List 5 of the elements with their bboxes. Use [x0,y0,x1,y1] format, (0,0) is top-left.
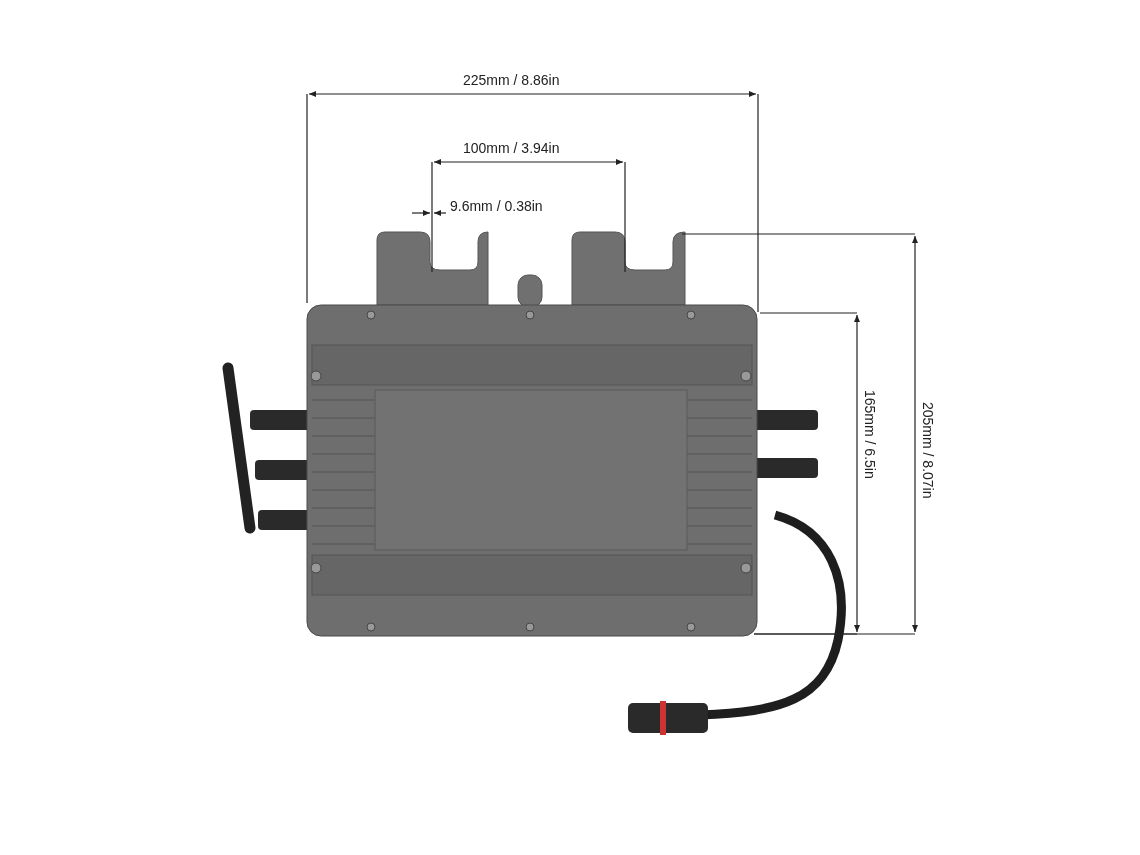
dimension-label: 165mm / 6.5in [862,390,878,479]
dimension-label: 9.6mm / 0.38in [450,198,543,214]
dimension-label: 100mm / 3.94in [463,140,560,156]
dimension-label: 225mm / 8.86in [463,72,560,88]
dimension-label: 205mm / 8.07in [920,402,936,499]
